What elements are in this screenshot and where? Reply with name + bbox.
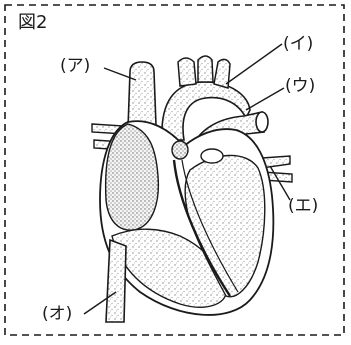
- leader-line-i: [226, 44, 282, 84]
- superior-vena-cava: [128, 62, 156, 128]
- leader-line-e: [270, 166, 290, 200]
- inferior-vena-cava: [106, 240, 126, 322]
- label-u: (ウ): [285, 78, 315, 95]
- valve-right: [172, 141, 188, 159]
- aorta-branch-2: [198, 56, 213, 82]
- label-a: (ア): [60, 58, 90, 75]
- label-i: (イ): [283, 36, 313, 53]
- valve-left: [201, 149, 223, 163]
- figure-title: 図2: [18, 14, 47, 32]
- leader-line-u: [246, 88, 284, 110]
- pulmonary-artery-opening: [256, 112, 268, 132]
- label-o: (オ): [42, 306, 72, 323]
- aorta-branch-1: [178, 58, 196, 86]
- label-e: (エ): [288, 198, 318, 215]
